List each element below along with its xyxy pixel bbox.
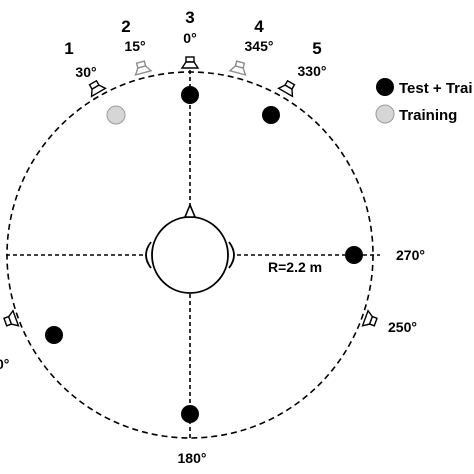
speaker-number-1: 1	[64, 39, 73, 58]
speaker-number-5: 5	[312, 39, 321, 58]
legend-test-train-marker	[376, 78, 394, 96]
speaker-angle-4: 345°	[245, 38, 274, 54]
speaker-1-loudspeaker-icon	[88, 79, 107, 98]
speaker-3-loudspeaker-icon	[180, 56, 200, 69]
speaker-4-loudspeaker-icon	[228, 60, 247, 76]
speaker-angle-3: 0°	[183, 30, 196, 46]
speaker-number-2: 2	[121, 17, 130, 36]
legend-training-marker	[375, 104, 395, 124]
speaker-5-loudspeaker-icon	[277, 79, 296, 98]
speaker-left-loudspeaker-icon	[3, 309, 20, 327]
speaker-angle-5: 330°	[298, 63, 327, 79]
speaker-250-loudspeaker-icon	[361, 309, 378, 327]
test-train-dot-270	[345, 246, 363, 264]
speaker-angle-2: 15°	[124, 38, 145, 54]
angle-label-left: 0°	[0, 356, 9, 372]
training-dot-15	[106, 105, 126, 125]
speaker-number-4: 4	[254, 17, 264, 36]
speaker-number-3: 3	[185, 8, 194, 27]
angle-label-180: 180°	[178, 450, 207, 466]
test-train-dot-345	[262, 106, 280, 124]
legend-training-label: Training	[399, 107, 457, 124]
test-train-dot-180	[181, 405, 199, 423]
radius-label: R=2.2 m	[268, 259, 322, 275]
test-train-dot-left	[45, 326, 63, 344]
angle-label-270: 270°	[396, 247, 425, 263]
angle-label-250: 250°	[388, 319, 417, 335]
speaker-2-loudspeaker-icon	[134, 60, 153, 76]
listener-head-icon	[145, 202, 235, 294]
legend-test-train-label: Test + Trai	[399, 80, 473, 97]
test-train-dot-0	[181, 86, 199, 104]
speaker-angle-1: 30°	[75, 64, 96, 80]
